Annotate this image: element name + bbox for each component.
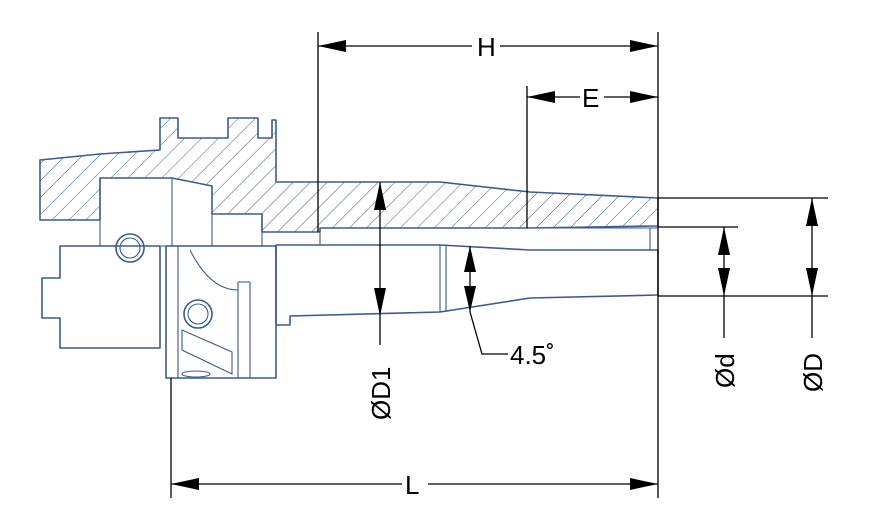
section-hatch bbox=[39, 117, 659, 233]
cross-hole-left-inner bbox=[119, 237, 141, 259]
dimension-labels: H E 4.5˚ L ØD1 Ød ØD bbox=[366, 32, 828, 500]
arrow-dd-bottom bbox=[718, 268, 730, 296]
arrow-e-left bbox=[527, 91, 555, 103]
arrow-e-right bbox=[630, 91, 658, 103]
label-dd: Ød bbox=[710, 353, 740, 388]
arrow-d1-top bbox=[374, 182, 386, 210]
arrow-h-left bbox=[318, 40, 346, 52]
arrow-d1-bottom bbox=[374, 288, 386, 316]
label-angle: 4.5˚ bbox=[510, 340, 555, 370]
dimensions bbox=[170, 32, 828, 498]
arrow-l-right bbox=[630, 478, 658, 490]
flange-lower bbox=[165, 245, 277, 379]
flange-slot bbox=[181, 329, 233, 375]
label-d: ØD bbox=[798, 353, 828, 392]
cross-hole-left bbox=[115, 233, 145, 263]
holder-body bbox=[39, 117, 659, 379]
arrow-angle-bottom bbox=[464, 286, 476, 312]
flange-hole-small bbox=[181, 370, 211, 378]
arrow-l-left bbox=[171, 478, 199, 490]
hsk-shank-lower bbox=[41, 245, 161, 349]
label-h: H bbox=[477, 32, 496, 62]
arrow-d-bottom bbox=[806, 268, 818, 296]
arrow-dd-top bbox=[718, 227, 730, 255]
angle-leader bbox=[469, 311, 508, 355]
label-e: E bbox=[582, 83, 599, 113]
label-l: L bbox=[405, 470, 419, 500]
cross-hole-right-inner bbox=[187, 303, 209, 325]
cross-hole-right bbox=[183, 299, 213, 329]
drive-curve bbox=[189, 249, 239, 291]
arrow-h-right bbox=[630, 40, 658, 52]
arrow-d-top bbox=[806, 198, 818, 226]
label-d1: ØD1 bbox=[366, 367, 396, 420]
taper-lower bbox=[275, 244, 659, 326]
arrow-angle-top bbox=[464, 246, 476, 272]
